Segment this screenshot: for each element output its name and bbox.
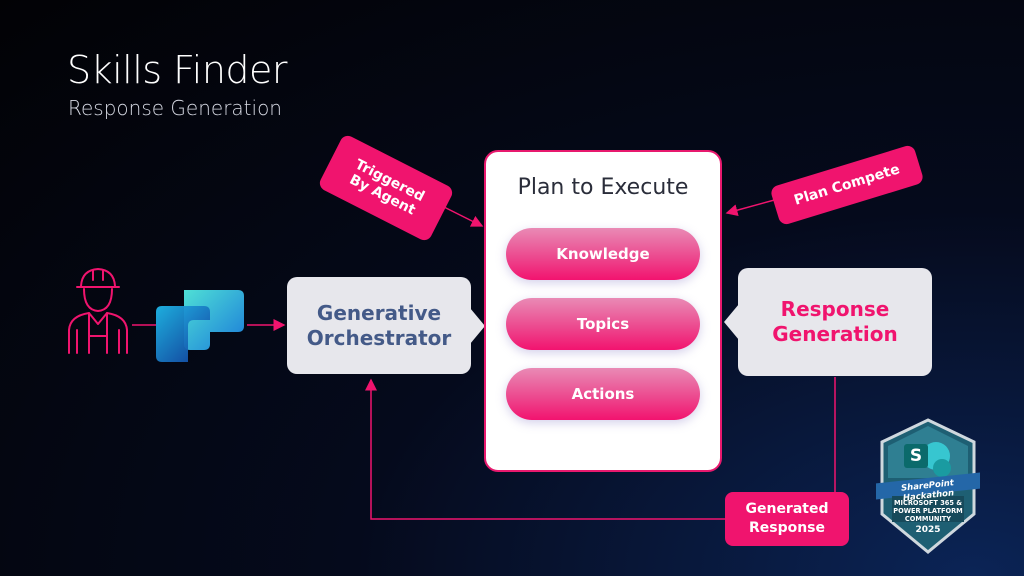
sharepoint-hackathon-badge: S SharePoint Hackathon MICROSOFT 365 & P…: [876, 418, 980, 554]
response-pointer: [724, 304, 739, 340]
response-feedback-line: [365, 377, 836, 520]
plan-title: Plan to Execute: [517, 175, 689, 200]
knowledge-pill: Knowledge: [506, 228, 700, 280]
generative-orchestrator-box: Generative Orchestrator: [287, 277, 471, 374]
generated-response-tag: Generated Response: [725, 492, 849, 546]
badge-letter: S: [909, 446, 923, 466]
response-label: Response Generation: [772, 297, 898, 346]
badge-line-2: POWER PLATFORM: [893, 507, 963, 515]
topics-pill: Topics: [506, 298, 700, 350]
badge-year: 2025: [915, 525, 941, 535]
generated-tag-label: Generated Response: [745, 501, 829, 536]
badge-shield-icon: [876, 418, 980, 554]
badge-line-1: MICROSOFT 365 &: [894, 499, 962, 507]
response-generation-box: Response Generation: [738, 268, 932, 376]
triggered-arrow: [443, 206, 484, 227]
orchestrator-label: Generative Orchestrator: [306, 300, 452, 350]
slide-title: Skills Finder: [67, 48, 288, 92]
plan-to-execute-panel: Plan to Execute Knowledge Topics Actions: [484, 150, 722, 472]
actions-pill: Actions: [506, 368, 700, 420]
badge-line-3: COMMUNITY: [904, 515, 952, 523]
worker-icon: [68, 268, 128, 354]
plan-complete-arrow: [725, 198, 779, 217]
copilot-logo-icon: [156, 290, 244, 362]
orchestrator-pointer: [470, 308, 485, 344]
slide-subtitle: Response Generation: [68, 96, 282, 120]
